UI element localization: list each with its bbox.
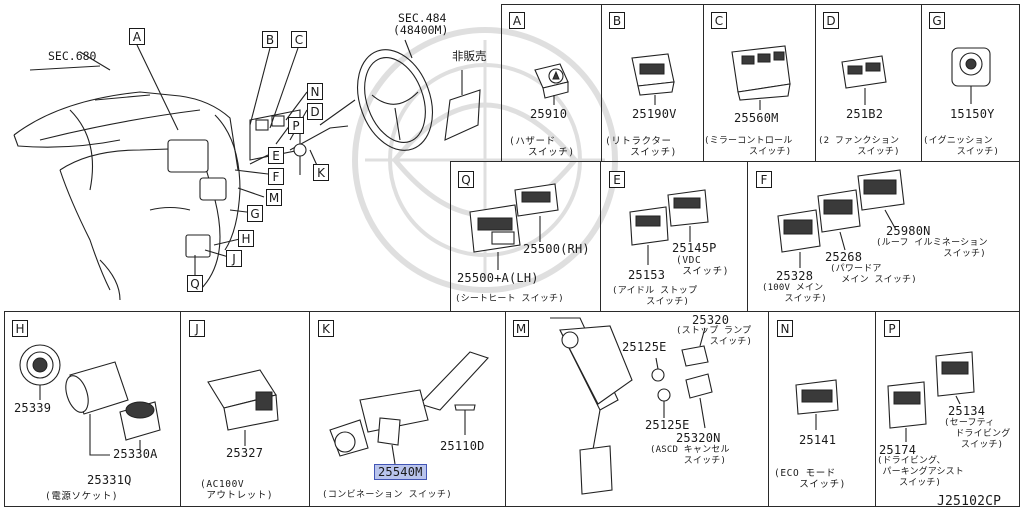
panel-k-letter: K <box>318 320 334 337</box>
part-number-25268[interactable]: 25268 <box>825 250 863 264</box>
part-25190v-illustration <box>631 53 675 105</box>
panel-c-letter: C <box>711 12 727 29</box>
panel-j-caption: (AC100V アウトレット) <box>200 479 274 501</box>
part-number-25174[interactable]: 25174 <box>879 443 917 457</box>
part-25980n-25268-25328-illustration <box>777 169 905 268</box>
part-number-25980n[interactable]: 25980N <box>886 224 931 238</box>
panel-j-letter: J <box>189 320 205 337</box>
part-25328-note: (100V メイン スイッチ) <box>762 283 827 304</box>
part-number-15150y[interactable]: 15150Y <box>950 107 995 121</box>
part-number-25320n[interactable]: 25320N <box>676 431 721 445</box>
sec-484-part-label: (48400M) <box>393 23 449 37</box>
part-number-251b2[interactable]: 251B2 <box>846 107 884 121</box>
part-25320-note: (ストップ ランプ スイッチ) <box>676 326 753 347</box>
dashboard-illustration <box>13 65 349 301</box>
panel-f-letter: F <box>756 171 772 188</box>
part-25145p-25153-illustration <box>629 189 709 265</box>
callout-c[interactable]: C <box>291 31 307 48</box>
callout-j[interactable]: J <box>226 250 242 267</box>
panel-n-letter: N <box>777 320 793 337</box>
panel-n-caption: (ECO モード スイッチ) <box>774 468 846 490</box>
panel-p-letter: P <box>884 320 900 337</box>
part-25327-illustration <box>207 369 279 446</box>
part-number-25328[interactable]: 25328 <box>776 269 814 283</box>
panel-g-caption: (イグニッション スイッチ) <box>923 136 1000 157</box>
part-15150y-illustration <box>951 47 991 104</box>
part-25174-note: (ドライビング、 パーキングアシスト スイッチ) <box>877 456 964 488</box>
sec-484-label: SEC.484 <box>398 11 447 25</box>
panel-h-letter: H <box>12 320 28 337</box>
part-25540m-25110d-illustration <box>329 351 489 465</box>
panel-d-caption: (2 ファンクション スイッチ) <box>818 136 900 157</box>
panel-a-letter: A <box>509 12 525 29</box>
callout-e[interactable]: E <box>268 147 284 164</box>
not-sold-label: 非販売 <box>452 49 487 63</box>
part-25145p-note: (VDC スイッチ) <box>676 255 730 277</box>
part-25141-illustration <box>795 379 839 430</box>
part-number-25540m[interactable]: 25540M <box>374 464 427 480</box>
callout-k[interactable]: K <box>313 164 329 181</box>
panel-q-caption: (シートヒート スイッチ) <box>455 294 564 304</box>
part-25910-illustration <box>534 63 569 105</box>
part-number-25134[interactable]: 25134 <box>948 404 986 418</box>
part-25560m-illustration <box>731 45 791 110</box>
part-number-25145p[interactable]: 25145P <box>672 241 717 255</box>
panel-d-letter: D <box>823 12 839 29</box>
panel-e-letter: E <box>609 171 625 188</box>
part-25134-25174-illustration <box>887 351 975 442</box>
panel-m-letter: M <box>513 320 529 337</box>
part-number-25330a[interactable]: 25330A <box>113 447 158 461</box>
part-number-25331q[interactable]: 25331Q <box>87 473 132 487</box>
part-25339-25330a-25331q-illustration <box>19 344 161 456</box>
callout-d[interactable]: D <box>307 103 323 120</box>
sec-680-label: SEC.680 <box>48 49 97 63</box>
callout-q[interactable]: Q <box>187 275 203 292</box>
part-number-25141[interactable]: 25141 <box>799 433 837 447</box>
panel-h-caption: (電源ソケット) <box>45 491 119 502</box>
callout-f[interactable]: F <box>268 168 284 185</box>
panel-q-letter: Q <box>458 171 474 188</box>
callout-h[interactable]: H <box>238 230 254 247</box>
part-number-25339[interactable]: 25339 <box>14 401 52 415</box>
part-number-25125e-upper[interactable]: 25125E <box>622 340 667 354</box>
part-number-25500-rh[interactable]: 25500(RH) <box>523 242 590 256</box>
diagram-id: J25102CP <box>937 494 1002 509</box>
steering-wheel-illustration <box>319 39 481 151</box>
part-25134-note: (セーフティ ドライビング スイッチ) <box>944 418 1011 450</box>
part-25980n-note: (ルーフ イルミネーション スイッチ) <box>876 238 988 259</box>
part-25320-25125e-25320n-illustration <box>550 317 713 495</box>
part-number-25320[interactable]: 25320 <box>692 313 730 327</box>
panel-c-caption: (ミラーコントロール スイッチ) <box>704 136 793 157</box>
panel-e-caption: (アイドル ストップ スイッチ) <box>612 286 698 307</box>
part-number-25125e-lower[interactable]: 25125E <box>645 418 690 432</box>
part-25500-illustration <box>469 183 559 270</box>
callout-n[interactable]: N <box>307 83 323 100</box>
callout-p[interactable]: P <box>288 117 304 134</box>
part-number-25110d[interactable]: 25110D <box>440 439 485 453</box>
part-number-25500-a-lh[interactable]: 25500+A(LH) <box>457 271 539 285</box>
part-number-25153[interactable]: 25153 <box>628 268 666 282</box>
part-251b2-illustration <box>841 55 887 105</box>
callout-g[interactable]: G <box>247 205 263 222</box>
panel-b-letter: B <box>609 12 625 29</box>
callout-m[interactable]: M <box>266 189 282 206</box>
panel-k-caption: (コンビネーション スイッチ) <box>322 490 453 500</box>
part-number-25910[interactable]: 25910 <box>530 107 568 121</box>
panel-p <box>875 311 1020 507</box>
panel-b-caption: (リトラクター スイッチ) <box>605 136 677 158</box>
part-25268-note: (パワードア メイン スイッチ) <box>830 264 917 285</box>
callout-b[interactable]: B <box>262 31 278 48</box>
panel-g-letter: G <box>929 12 945 29</box>
callout-a[interactable]: A <box>129 28 145 45</box>
part-number-25327[interactable]: 25327 <box>226 446 264 460</box>
panel-a-caption: (ハザード スイッチ) <box>509 136 575 158</box>
part-number-25190v[interactable]: 25190V <box>632 107 677 121</box>
part-number-25560m[interactable]: 25560M <box>734 111 779 125</box>
part-25320n-note: (ASCD キャンセル スイッチ) <box>650 445 730 466</box>
